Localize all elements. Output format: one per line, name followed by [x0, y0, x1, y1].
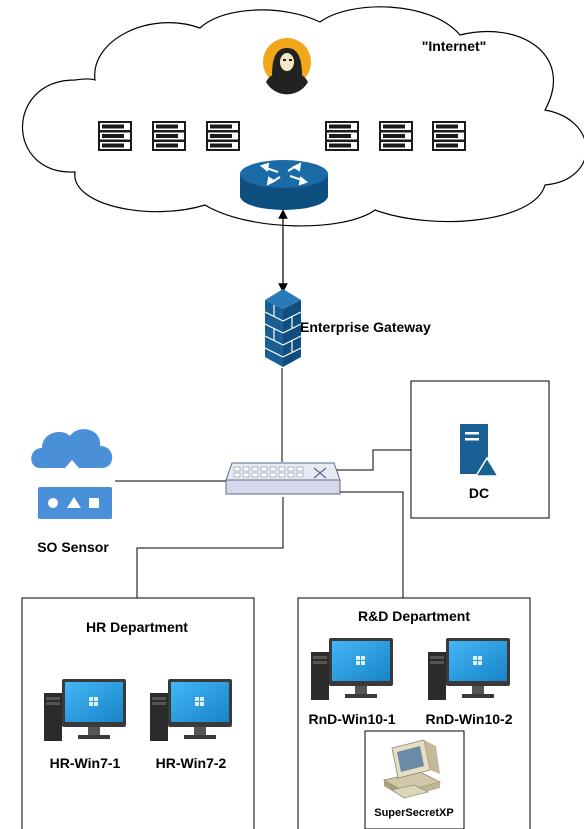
rnd-department-title: R&D Department [358, 608, 470, 624]
legacy-host-label: SuperSecretXP [374, 807, 453, 819]
cloud-upload-sensor-icon [31, 429, 113, 519]
dc-label: DC [469, 485, 489, 501]
network-switch-icon [225, 462, 341, 495]
server-rack-icon [432, 121, 466, 151]
network-connectors [115, 368, 411, 598]
sensor-label: SO Sensor [37, 539, 109, 555]
rnd-host-label: RnD-Win10-1 [309, 711, 396, 727]
router-icon [240, 160, 328, 210]
internet-cloud [21, 6, 584, 227]
hacker-avatar-icon [263, 38, 311, 95]
server-rack-icon [325, 121, 359, 151]
server-rack-icon [206, 121, 240, 151]
hr-host-label: HR-Win7-2 [156, 755, 227, 771]
gateway-label: Enterprise Gateway [300, 319, 431, 335]
server-rack-icon [379, 121, 413, 151]
hr-host-label: HR-Win7-1 [50, 755, 121, 771]
domain-controller-server-icon [460, 424, 500, 477]
retro-computer-icon [382, 739, 442, 799]
server-rack-icon [152, 121, 186, 151]
rnd-host-label: RnD-Win10-2 [426, 711, 513, 727]
hr-department-title: HR Department [86, 619, 188, 635]
server-rack-icon [98, 121, 132, 151]
firewall-icon [264, 289, 302, 367]
internet-label: "Internet" [422, 38, 487, 54]
